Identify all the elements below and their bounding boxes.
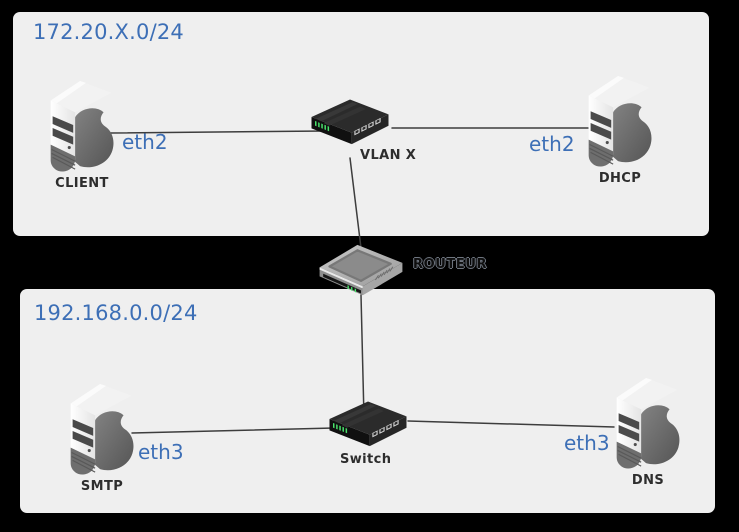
interface-label-dns: eth3 bbox=[564, 431, 610, 455]
node-label-routeur: ROUTEUR bbox=[413, 257, 488, 272]
interface-label-dhcp: eth2 bbox=[529, 132, 575, 156]
node-label-client: CLIENT bbox=[55, 176, 109, 191]
node-label-smtp: SMTP bbox=[80, 479, 124, 494]
switch-icon bbox=[311, 99, 389, 145]
node-vlanx[interactable]: VLAN X bbox=[306, 96, 416, 168]
interface-label-smtp: eth3 bbox=[138, 440, 184, 464]
switch-icon bbox=[329, 401, 407, 447]
node-label-vlanx: VLAN X bbox=[360, 148, 417, 163]
node-label-dhcp: DHCP bbox=[598, 171, 642, 186]
server-icon bbox=[50, 80, 115, 173]
node-label-dns: DNS bbox=[631, 473, 665, 488]
server-icon bbox=[616, 377, 681, 470]
subnet-label-top: 172.20.X.0/24 bbox=[33, 20, 184, 44]
server-icon bbox=[588, 75, 653, 168]
link-routeur-switch[interactable] bbox=[360, 294, 365, 419]
interface-label-client: eth2 bbox=[122, 130, 168, 154]
subnet-label-bottom: 192.168.0.0/24 bbox=[34, 301, 198, 325]
link-switch-dns[interactable] bbox=[407, 420, 615, 428]
subnet-zone-bottom[interactable] bbox=[20, 289, 715, 513]
node-dhcp[interactable]: DHCP bbox=[578, 73, 662, 186]
node-switch[interactable]: Switch bbox=[324, 398, 412, 470]
link-client-vlanx[interactable] bbox=[109, 130, 327, 134]
node-label-switch: Switch bbox=[340, 452, 392, 467]
server-icon bbox=[70, 383, 135, 476]
node-routeur[interactable]: ROUTEUR bbox=[316, 240, 487, 306]
router-icon bbox=[318, 243, 404, 297]
link-smtp-switch[interactable] bbox=[131, 427, 335, 434]
node-smtp[interactable]: SMTP bbox=[60, 381, 144, 494]
link-vlanx-routeur[interactable] bbox=[349, 157, 362, 249]
node-client[interactable]: CLIENT bbox=[40, 78, 124, 191]
node-dns[interactable]: DNS bbox=[606, 375, 690, 488]
